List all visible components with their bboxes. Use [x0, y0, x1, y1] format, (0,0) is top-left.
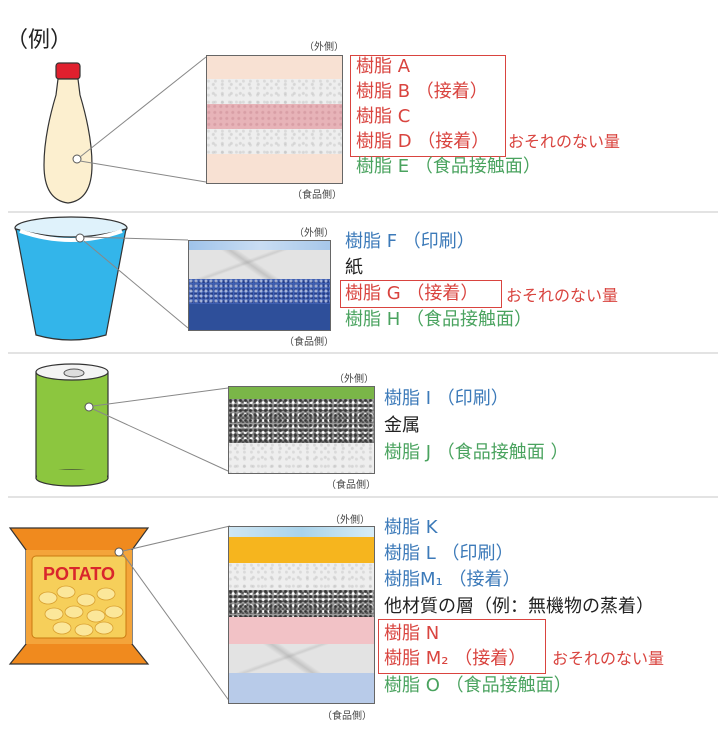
label-resin-g: 樹脂 G （接着） — [345, 283, 479, 304]
outer-side-label-1: （外側） — [304, 42, 344, 53]
layer-stack-3 — [228, 386, 375, 474]
layer-resin-i — [229, 387, 374, 399]
note-no-migration-1: おそれのない量 — [508, 132, 621, 151]
chip-bag-illustration: POTATO — [8, 525, 231, 703]
potato-brand-text: POTATO — [43, 564, 115, 584]
divider-3 — [8, 496, 718, 498]
label-resin-c: 樹脂 C — [356, 106, 411, 127]
label-resin-h: 樹脂 H （食品接触面） — [345, 309, 532, 330]
outer-side-label-2: （外側） — [294, 228, 334, 239]
food-side-label-1: （食品側） — [292, 190, 342, 201]
layer-resin-n — [229, 617, 374, 644]
layer-resin-k — [229, 527, 374, 537]
layer-resin-m1 — [229, 563, 374, 590]
layer-resin-g — [189, 279, 330, 304]
layer-resin-o — [229, 673, 374, 703]
note-no-migration-4: おそれのない量 — [552, 649, 665, 668]
label-resin-k: 樹脂 K — [384, 517, 438, 538]
no-migration-box-4 — [378, 619, 546, 674]
label-resin-i: 樹脂 I （印刷） — [384, 388, 509, 409]
label-resin-a: 樹脂 A — [356, 56, 411, 77]
layer-resin-c — [207, 104, 342, 129]
layer-stack-4 — [228, 526, 375, 704]
label-resin-f: 樹脂 F （印刷） — [345, 231, 475, 252]
layer-stack-2 — [188, 240, 331, 331]
layer-resin-m2 — [229, 644, 374, 673]
label-resin-l: 樹脂 L （印刷） — [384, 543, 514, 564]
can-illustration — [35, 363, 229, 487]
label-metal: 金属 — [384, 415, 420, 436]
layer-resin-f — [189, 241, 330, 250]
food-side-label-3: （食品側） — [326, 480, 376, 491]
layer-stack-1 — [206, 55, 343, 184]
food-side-label-4: （食品側） — [322, 711, 372, 722]
label-resin-o: 樹脂 O （食品接触面） — [384, 675, 572, 696]
label-resin-j: 樹脂 J （食品接触面 ） — [384, 442, 569, 463]
layer-resin-e — [207, 154, 342, 183]
layer-resin-b — [207, 79, 342, 104]
layer-other-material — [229, 590, 374, 617]
layer-resin-h — [189, 304, 330, 330]
no-migration-box-1 — [350, 55, 506, 157]
layer-resin-d — [207, 129, 342, 154]
label-resin-m2: 樹脂 M₂ （接着） — [384, 648, 527, 669]
layer-resin-a — [207, 56, 342, 79]
layer-resin-l — [229, 537, 374, 563]
label-resin-e: 樹脂 E （食品接触面） — [356, 156, 541, 177]
example-title: （例） — [6, 28, 73, 53]
layer-metal — [229, 399, 374, 443]
outer-side-label-4: （外側） — [330, 515, 370, 526]
layer-paper — [189, 250, 330, 279]
cup-illustration — [14, 216, 189, 341]
label-resin-d: 樹脂 D （接着） — [356, 131, 490, 152]
bottle-illustration — [43, 56, 207, 204]
label-paper: 紙 — [345, 257, 363, 278]
label-other-material: 他材質の層（例：無機物の蒸着） — [384, 596, 654, 617]
layer-resin-j — [229, 443, 374, 473]
no-migration-box-2 — [340, 280, 502, 308]
label-resin-b: 樹脂 B （接着） — [356, 81, 488, 102]
divider-1 — [8, 211, 718, 213]
food-side-label-2: （食品側） — [284, 337, 334, 348]
outer-side-label-3: （外側） — [334, 374, 374, 385]
note-no-migration-2: おそれのない量 — [506, 286, 619, 305]
label-resin-m1: 樹脂M₁ （接着） — [384, 569, 521, 590]
divider-2 — [8, 352, 718, 354]
label-resin-n: 樹脂 N — [384, 623, 440, 644]
